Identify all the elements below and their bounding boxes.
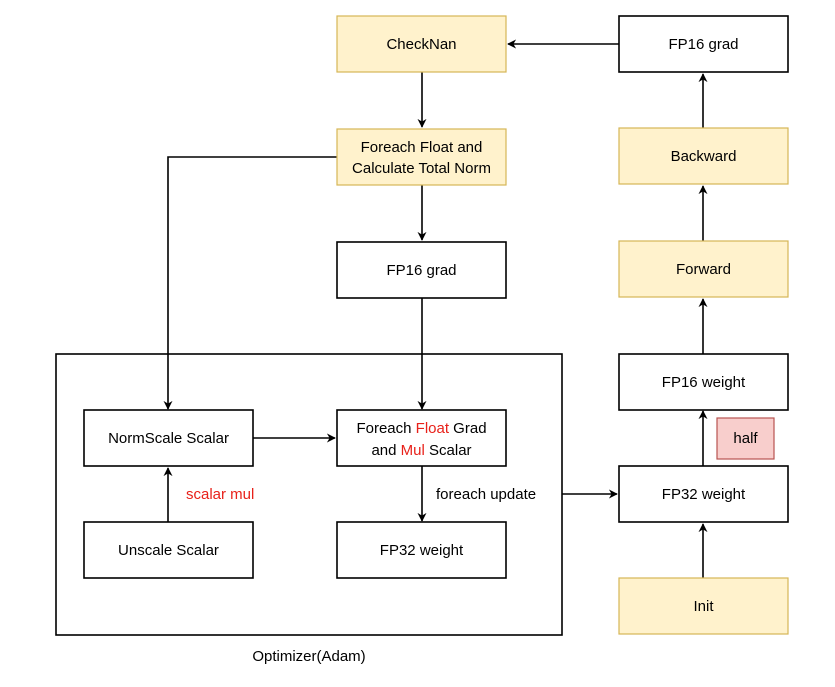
edge-label-scalar-mul: scalar mul [186, 486, 254, 503]
node-unscale-scalar: Unscale Scalar [83, 521, 254, 579]
node-init: Init [618, 577, 789, 635]
svg-text:Forward: Forward [676, 261, 731, 278]
edge-foreachfloat-to-normscale [163, 156, 337, 410]
svg-text:Foreach Float Grad: Foreach Float Grad [356, 420, 486, 437]
svg-text:FP16 grad: FP16 grad [386, 262, 456, 279]
svg-text:Calculate Total Norm: Calculate Total Norm [352, 160, 491, 177]
node-foreach-float-total-norm: Foreach Float and Calculate Total Norm [336, 128, 507, 186]
svg-text:Backward: Backward [671, 148, 737, 165]
node-checknan: CheckNan [336, 15, 507, 73]
svg-text:half: half [733, 430, 758, 447]
svg-text:FP16 grad: FP16 grad [668, 36, 738, 53]
svg-text:CheckNan: CheckNan [386, 36, 456, 53]
svg-text:and Mul Scalar: and Mul Scalar [371, 442, 471, 459]
svg-text:FP32 weight: FP32 weight [662, 486, 746, 503]
edge-label-foreach-update: foreach update [436, 486, 536, 503]
node-normscale-scalar: NormScale Scalar [83, 409, 254, 467]
svg-text:Unscale Scalar: Unscale Scalar [118, 542, 219, 559]
svg-text:Foreach Float and: Foreach Float and [361, 139, 483, 156]
node-fp32-weight-right: FP32 weight [618, 465, 789, 523]
node-fp16-grad-mid: FP16 grad [336, 241, 507, 299]
node-fp16-grad-top: FP16 grad [618, 15, 789, 73]
node-fp32-weight-inner: FP32 weight [336, 521, 507, 579]
node-fp16-weight: FP16 weight [618, 353, 789, 411]
node-foreach-float-grad-mul-scalar: Foreach Float Grad and Mul Scalar [336, 409, 507, 467]
svg-text:Init: Init [693, 598, 714, 615]
svg-text:FP16 weight: FP16 weight [662, 374, 746, 391]
svg-text:NormScale Scalar: NormScale Scalar [108, 430, 229, 447]
node-forward: Forward [618, 240, 789, 298]
node-half-badge: half [716, 417, 775, 460]
node-backward: Backward [618, 127, 789, 185]
svg-text:FP32 weight: FP32 weight [380, 542, 464, 559]
optimizer-group-label: Optimizer(Adam) [252, 648, 365, 665]
